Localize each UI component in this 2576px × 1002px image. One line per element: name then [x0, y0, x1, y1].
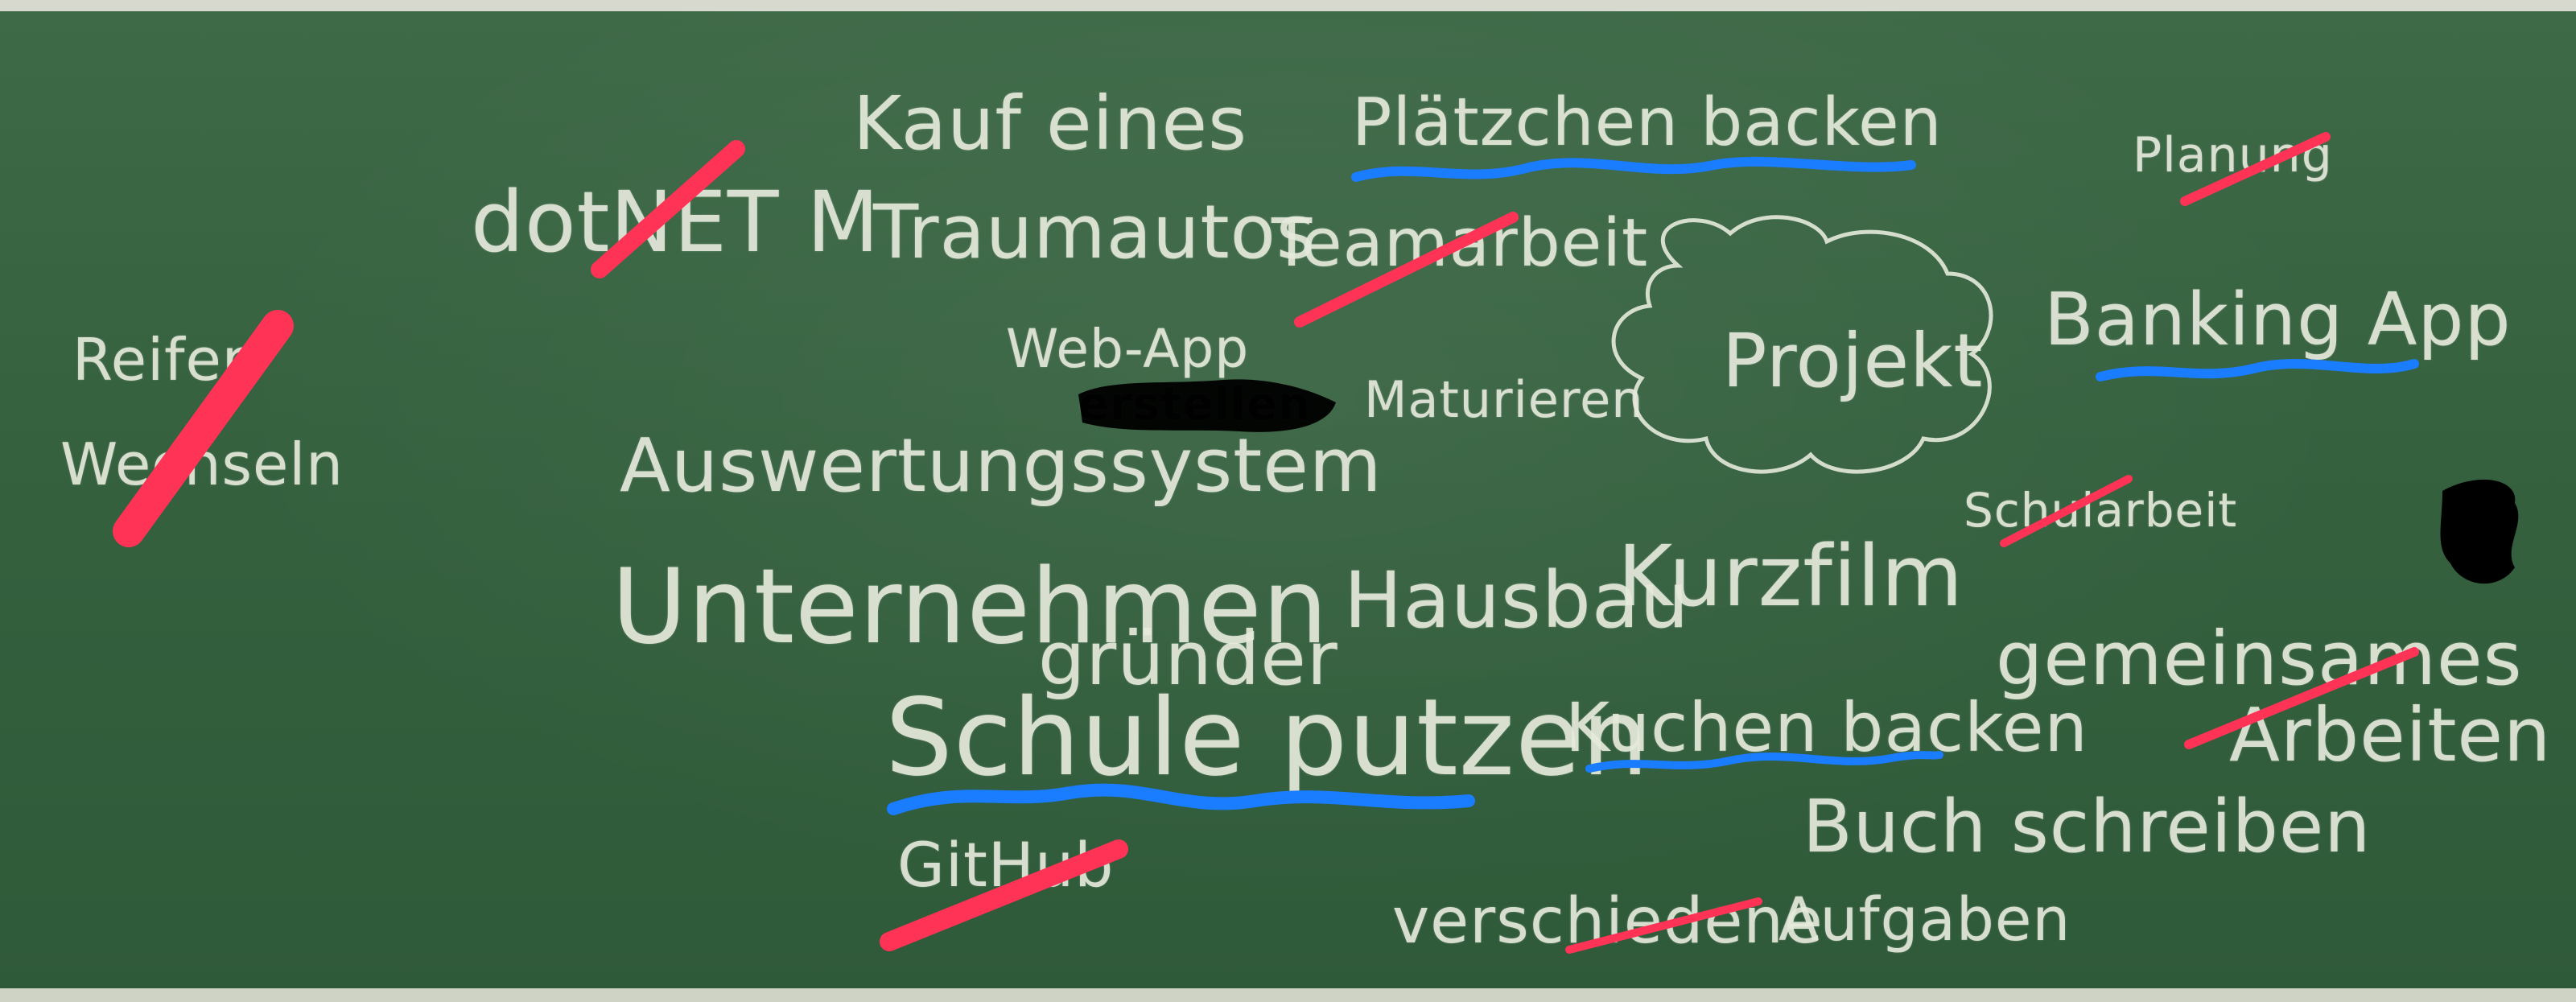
word-plaetzchen-backen: Plätzchen backen [1352, 85, 1943, 161]
word-maturieren: Maturieren [1364, 370, 1644, 429]
underline-schule-putzen [887, 783, 1475, 815]
underline-plaetzchen-backen [1351, 156, 1916, 182]
word-planung: Planung [2133, 127, 2333, 183]
word-web-app: Web-App [1006, 318, 1250, 380]
strike-planung [2180, 132, 2331, 206]
strike-dotnet [591, 140, 745, 278]
word-verschiedene: verschiedene [1392, 885, 1824, 958]
word-gemeinsames: gemeinsames [1996, 616, 2523, 702]
strike-reifen-wechseln [113, 310, 294, 547]
board-top-frame [0, 0, 2576, 11]
board-bottom-frame [0, 988, 2576, 1002]
word-gruender: gründer [1038, 616, 1338, 702]
word-kauf-eines: Kauf eines [853, 80, 1248, 167]
redaction-scribble-right [2440, 479, 2519, 584]
word-kuchen-backen: Kuchen backen [1565, 688, 2088, 767]
strike-teamarbeit [1294, 212, 1519, 328]
redaction-scribble-erstellen [1078, 379, 1336, 432]
word-traumautos: Traumautos [873, 189, 1316, 275]
projekt-cloud-outline [1611, 215, 1993, 474]
strike-schularbeit [2000, 475, 2133, 547]
strike-gemeinsames [2184, 647, 2419, 749]
word-projekt: Projekt [1722, 318, 1984, 404]
word-buch-schreiben: Buch schreiben [1803, 785, 2372, 869]
strike-github [880, 839, 1128, 951]
strike-verschiedene [1565, 897, 1762, 954]
word-dotnet: dotNET M [471, 173, 880, 271]
word-kurzfilm: Kurzfilm [1618, 527, 1964, 625]
word-banking-app: Banking App [2044, 278, 2512, 362]
word-schule-putzen: Schule putzen [885, 676, 1650, 800]
word-hausbau: Hausbau [1344, 555, 1690, 645]
underline-kuchen-backen [1585, 751, 1943, 773]
underline-banking-app [2096, 359, 2419, 381]
word-aufgaben: Aufgaben [1778, 885, 2071, 955]
word-unternehmen: Unternehmen [612, 547, 1329, 667]
word-auswertungssystem: Auswertungssystem [620, 423, 1383, 509]
